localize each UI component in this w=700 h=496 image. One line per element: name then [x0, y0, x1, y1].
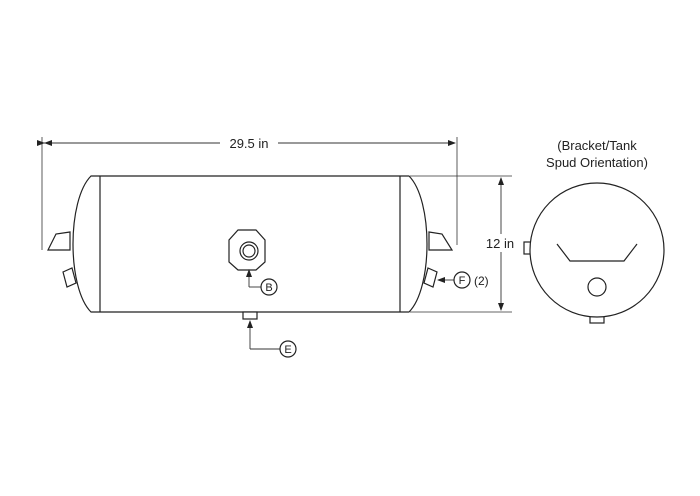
tank-side-view [47, 175, 454, 320]
callout-f-circle [453, 271, 471, 289]
callout-b: B [246, 269, 278, 296]
callout-b-label: B [265, 282, 272, 294]
diameter-dimension: 12 in [410, 175, 514, 313]
callout-e-label: E [284, 344, 291, 356]
spud-b-plate [228, 229, 266, 271]
end-view-spud-hole [587, 277, 607, 297]
end-view-bracket [556, 243, 638, 262]
end-view-circle [529, 182, 665, 318]
tank-end-view: (Bracket/Tank Spud Orientation) [523, 138, 665, 324]
end-view-caption-line2: Spud Orientation) [546, 155, 648, 170]
right-bracket-bottom [423, 267, 438, 288]
callout-f-quantity: (2) [474, 274, 489, 288]
end-view-caption-line1: (Bracket/Tank [557, 138, 637, 153]
callout-e-circle [279, 340, 297, 358]
spud-b-inner [242, 244, 256, 258]
spud-b-outer [239, 241, 259, 261]
callout-f: F (2) [437, 271, 489, 289]
spud-e [242, 311, 258, 320]
left-bracket-top [47, 231, 71, 251]
callout-e: E [247, 320, 297, 358]
callout-b-circle [260, 278, 278, 296]
left-bracket-bottom [62, 267, 77, 288]
diameter-label: 12 in [486, 236, 514, 251]
callout-f-label: F [459, 275, 466, 287]
right-bracket-top [428, 231, 454, 251]
length-dimension: 29.5 in [37, 136, 458, 250]
length-label: 29.5 in [229, 136, 268, 151]
